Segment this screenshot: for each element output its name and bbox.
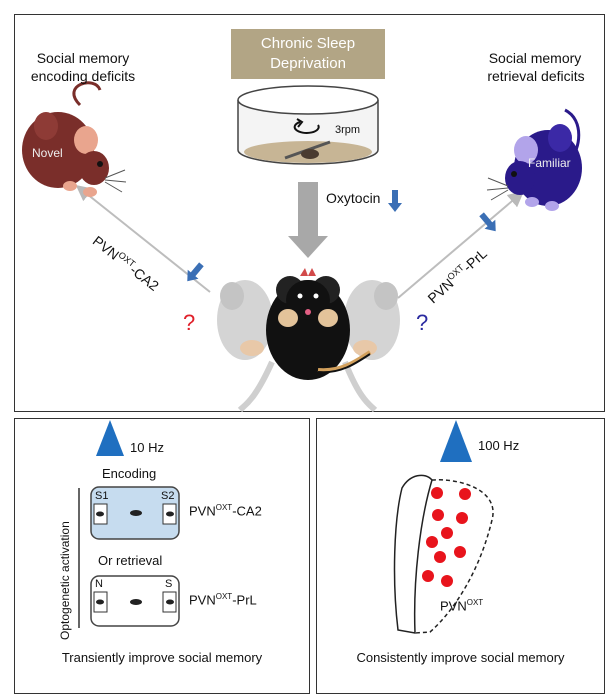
bottom-left-panel xyxy=(14,418,310,694)
right-caption-line1: Social memory xyxy=(488,50,582,66)
blue-light-triangle-icon-right xyxy=(440,420,472,462)
familiar-label: Familiar xyxy=(528,156,571,170)
ca2-down-arrow-icon xyxy=(187,262,204,282)
prl-down-arrow-icon xyxy=(479,212,496,232)
center-mouse-group xyxy=(217,268,400,413)
test-mouse-icon-2 xyxy=(130,599,142,605)
novel-mouse-icon xyxy=(22,81,127,197)
pathway-suffix: -PrL xyxy=(232,592,257,608)
pathway-suffix: -CA2 xyxy=(232,503,262,519)
question-mark-left: ? xyxy=(183,310,196,335)
consistent-caption: Consistently improve social memory xyxy=(356,650,565,665)
s-label: S xyxy=(165,578,173,590)
pathway-prefix: PVN xyxy=(189,503,216,519)
pathway-prefix: PVN xyxy=(189,592,216,608)
s2-label: S2 xyxy=(161,490,175,502)
pvn-region xyxy=(393,474,494,634)
rotation-arrow-icon xyxy=(293,118,320,134)
encoding-label: Encoding xyxy=(102,466,157,481)
frequency-label-right: 100 Hz xyxy=(478,438,520,453)
familiar-mouse-icon xyxy=(486,108,582,211)
oxytocin-label: Oxytocin xyxy=(326,190,381,206)
transient-caption: Transiently improve social memory xyxy=(61,650,263,665)
left-caption-line1: Social memory xyxy=(36,50,130,66)
frequency-label-left: 10 Hz xyxy=(130,440,164,455)
pvn-oxt-label: PVNOXT xyxy=(440,598,483,613)
prl-pathway-label-bottom: PVNOXT-PrL xyxy=(189,592,257,607)
right-pathway-arrow xyxy=(397,190,525,299)
pathway-superscript: OXT xyxy=(215,592,233,601)
left-caption-line2: encoding deficits xyxy=(30,68,136,84)
blue-light-triangle-icon-left xyxy=(96,420,124,456)
pvn-superscript: OXT xyxy=(466,598,484,607)
sleep-to-mouse-arrow xyxy=(288,182,328,258)
right-caption-line2: retrieval deficits xyxy=(487,68,585,84)
optogenetic-activation-label: Optogenetic activation xyxy=(58,521,72,640)
rotating-cage xyxy=(237,85,379,165)
oxytocin-down-arrow-icon xyxy=(388,190,402,212)
or-retrieval-label: Or retrieval xyxy=(98,553,163,568)
sleep-box-line2: Deprivation xyxy=(270,55,346,72)
question-mark-right: ? xyxy=(416,310,429,335)
pathway-superscript: OXT xyxy=(215,503,233,512)
pvn-prefix: PVN xyxy=(440,598,467,614)
n-label: N xyxy=(95,578,103,590)
bottom-right-panel xyxy=(316,418,605,694)
test-mouse-icon xyxy=(130,510,142,516)
novel-label: Novel xyxy=(32,146,63,160)
sleep-deprivation-box xyxy=(231,29,385,79)
sleep-box-line1: Chronic Sleep xyxy=(260,35,356,52)
rpm-label: 3rpm xyxy=(335,124,361,136)
s1-label: S1 xyxy=(95,490,109,502)
ca2-pathway-label-bottom: PVNOXT-CA2 xyxy=(189,503,262,518)
